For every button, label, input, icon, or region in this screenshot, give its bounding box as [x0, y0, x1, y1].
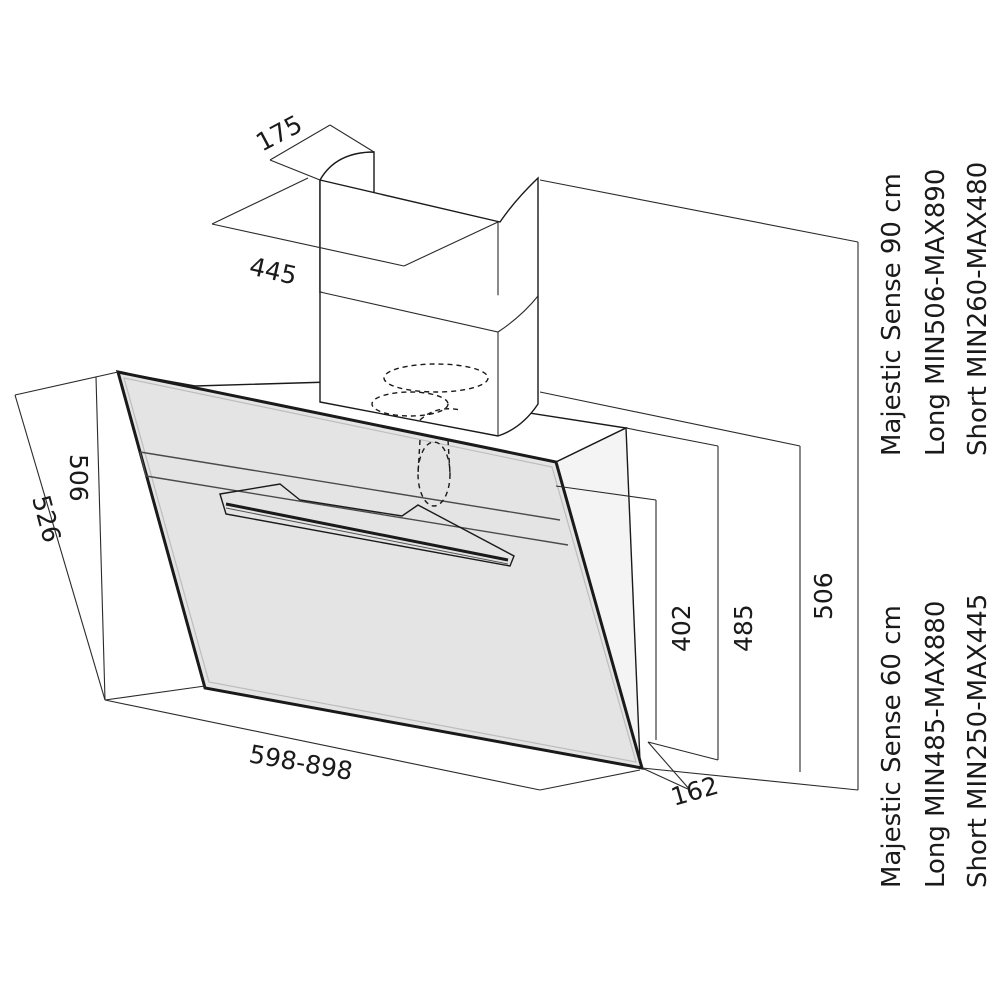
chimney	[319, 151, 539, 437]
dim-445: 445	[247, 252, 300, 291]
dim-526: 526	[26, 492, 66, 546]
spec-90-long: Long MIN506-MAX890	[921, 169, 951, 456]
dim-175: 175	[251, 109, 307, 157]
spec-90-title: Majestic Sense 90 cm	[877, 173, 907, 456]
spec-60-title: Majestic Sense 60 cm	[877, 605, 907, 888]
glass-front-inner	[123, 377, 637, 763]
dim-506-right: 506	[809, 572, 838, 620]
dimension-lines	[14, 124, 859, 791]
dim-485: 485	[729, 604, 758, 652]
dim-506-left: 506	[64, 454, 93, 502]
spec-60-short: Short MIN250-MAX445	[963, 594, 993, 888]
dim-402: 402	[667, 604, 696, 652]
spec-90-short: Short MIN260-MAX480	[963, 162, 993, 456]
spec-60-long: Long MIN485-MAX880	[921, 601, 951, 888]
dim-598-898: 598-898	[247, 739, 355, 786]
specs-90cm: Majestic Sense 90 cm Long MIN506-MAX890 …	[877, 162, 993, 456]
specs-60cm: Majestic Sense 60 cm Long MIN485-MAX880 …	[877, 594, 993, 888]
handle-groove	[219, 483, 515, 567]
hidden-motor-outline	[371, 363, 489, 507]
control-strip	[139, 451, 569, 546]
dim-162: 162	[668, 771, 722, 812]
